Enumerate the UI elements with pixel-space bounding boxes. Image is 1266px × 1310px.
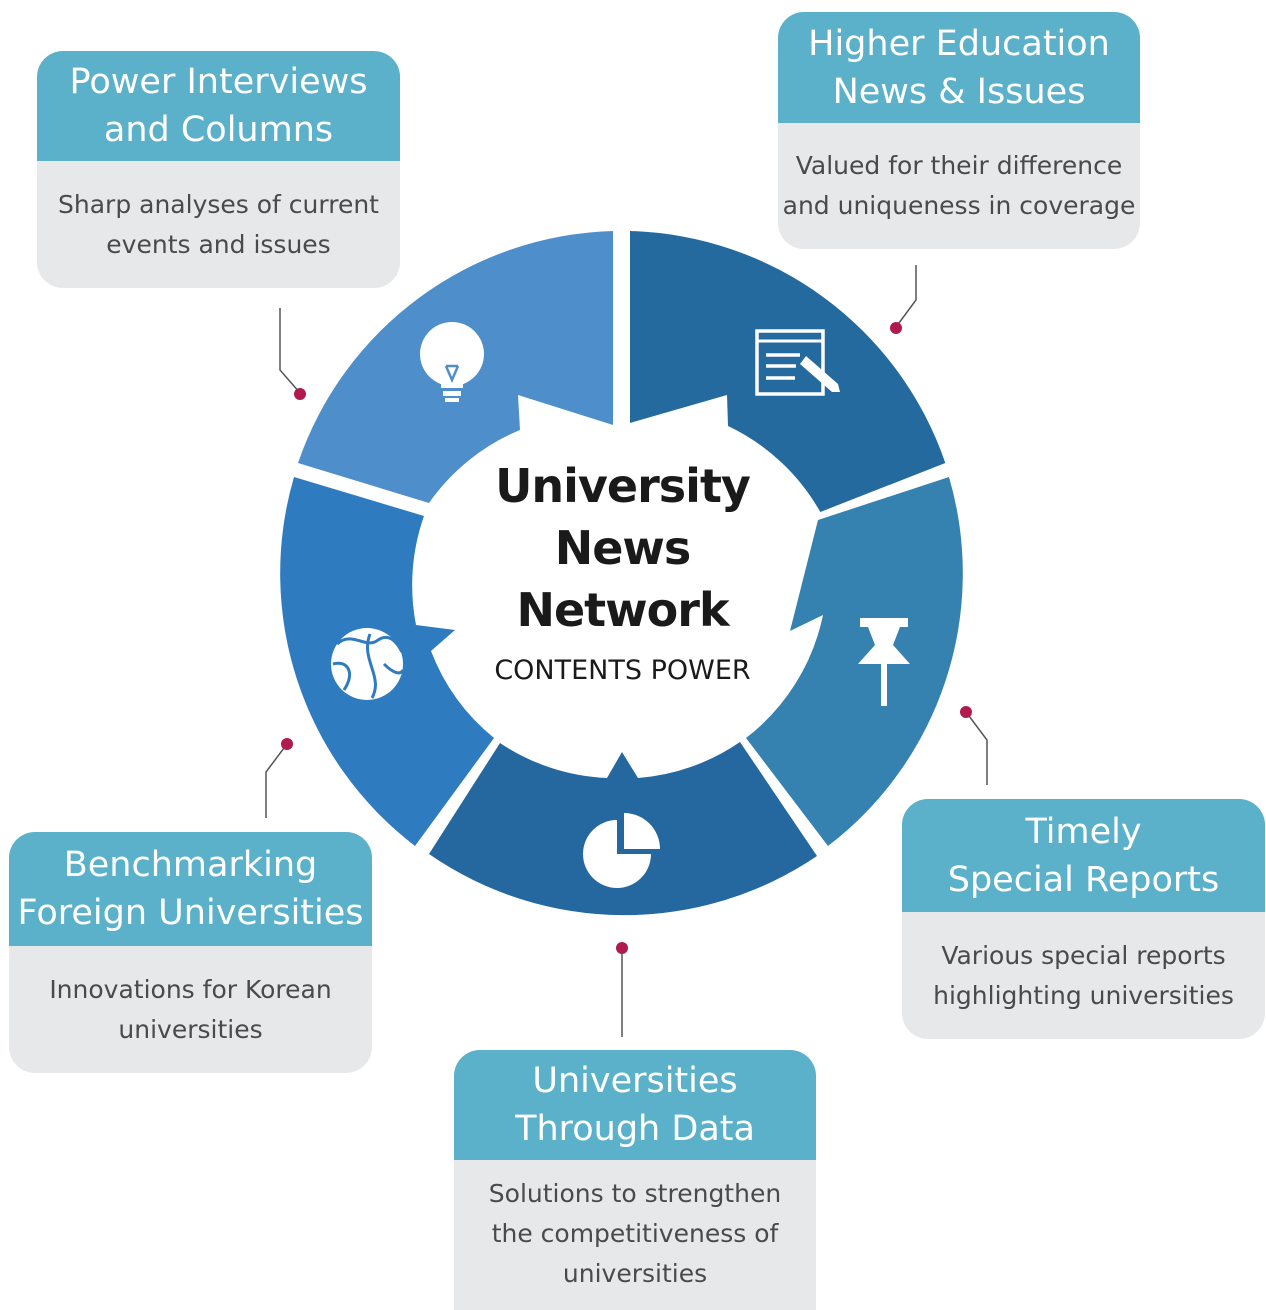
card-higher-education: Higher Education News & Issues Valued fo… (778, 12, 1140, 249)
card-title-line2: Special Reports (947, 859, 1220, 900)
connector-benchmarking (265, 738, 293, 818)
card-description: Innovations for Korean universities (9, 946, 372, 1073)
card-header: Timely Special Reports (902, 799, 1265, 912)
card-desc-line1: Innovations for Korean (49, 974, 332, 1004)
connector-special-reports (960, 706, 988, 785)
card-special-reports: Timely Special Reports Various special r… (902, 799, 1265, 1039)
card-title-line2: News & Issues (832, 71, 1086, 112)
card-title-line2: Through Data (515, 1109, 755, 1149)
card-title-line2: Foreign Universities (17, 893, 364, 933)
card-header: Benchmarking Foreign Universities (9, 832, 372, 946)
card-desc-line3: universities (562, 1259, 708, 1288)
card-desc-line1: Sharp analyses of current (58, 189, 379, 219)
connector-power-interviews (279, 308, 306, 400)
card-description: Solutions to strengthen the competitiven… (454, 1160, 816, 1302)
card-title-line1: Timely (1025, 811, 1142, 852)
connector-dot (294, 388, 306, 400)
card-desc-line2: universities (118, 1014, 263, 1044)
center-title-line2: News (554, 521, 692, 575)
connector-dot (616, 942, 628, 954)
card-desc-line1: Solutions to strengthen (488, 1179, 782, 1208)
card-desc-line1: Valued for their difference (795, 151, 1123, 180)
card-title-line1: Power Interviews (69, 62, 368, 102)
card-header: Power Interviews and Columns (37, 51, 400, 161)
globe-icon (331, 628, 405, 700)
article-edit-icon (755, 329, 840, 396)
card-power-interviews: Power Interviews and Columns Sharp analy… (37, 51, 400, 288)
connector-dot (890, 322, 902, 334)
card-desc-line1: Various special reports (941, 940, 1226, 970)
card-desc-line2: highlighting universities (933, 980, 1234, 1010)
center-title-block: University News Network CONTENTS POWER (420, 455, 825, 691)
center-title-line1: University (495, 459, 751, 513)
card-title-line1: Universities (532, 1061, 738, 1101)
card-description: Valued for their difference and uniquene… (778, 123, 1140, 249)
card-title-line2: and Columns (103, 110, 334, 150)
card-desc-line2: events and issues (106, 229, 331, 259)
card-header: Higher Education News & Issues (778, 12, 1140, 123)
connector-higher-education (890, 265, 917, 334)
card-header: Universities Through Data (454, 1050, 816, 1160)
connector-dot (281, 738, 293, 750)
pie-chart-icon (583, 813, 660, 888)
connector-through-data (616, 942, 628, 1037)
card-through-data: Universities Through Data Solutions to s… (454, 1050, 816, 1310)
center-subtitle: CONTENTS POWER (494, 655, 751, 686)
segment-through-data (429, 742, 817, 916)
card-desc-line2: the competitiveness of (491, 1219, 779, 1248)
lightbulb-icon (420, 322, 484, 402)
card-benchmarking: Benchmarking Foreign Universities Innova… (9, 832, 372, 1073)
card-description: Various special reports highlighting uni… (902, 912, 1265, 1039)
segment-higher-education (630, 231, 946, 512)
card-title-line1: Higher Education (808, 23, 1110, 64)
card-title-line1: Benchmarking (63, 845, 318, 885)
center-title-line3: Network (516, 583, 729, 637)
segment-special-reports (746, 477, 963, 846)
card-description: Sharp analyses of current events and iss… (37, 161, 400, 288)
card-desc-line2: and uniqueness in coverage (782, 191, 1136, 220)
connector-dot (960, 706, 972, 718)
pushpin-icon (858, 618, 910, 706)
